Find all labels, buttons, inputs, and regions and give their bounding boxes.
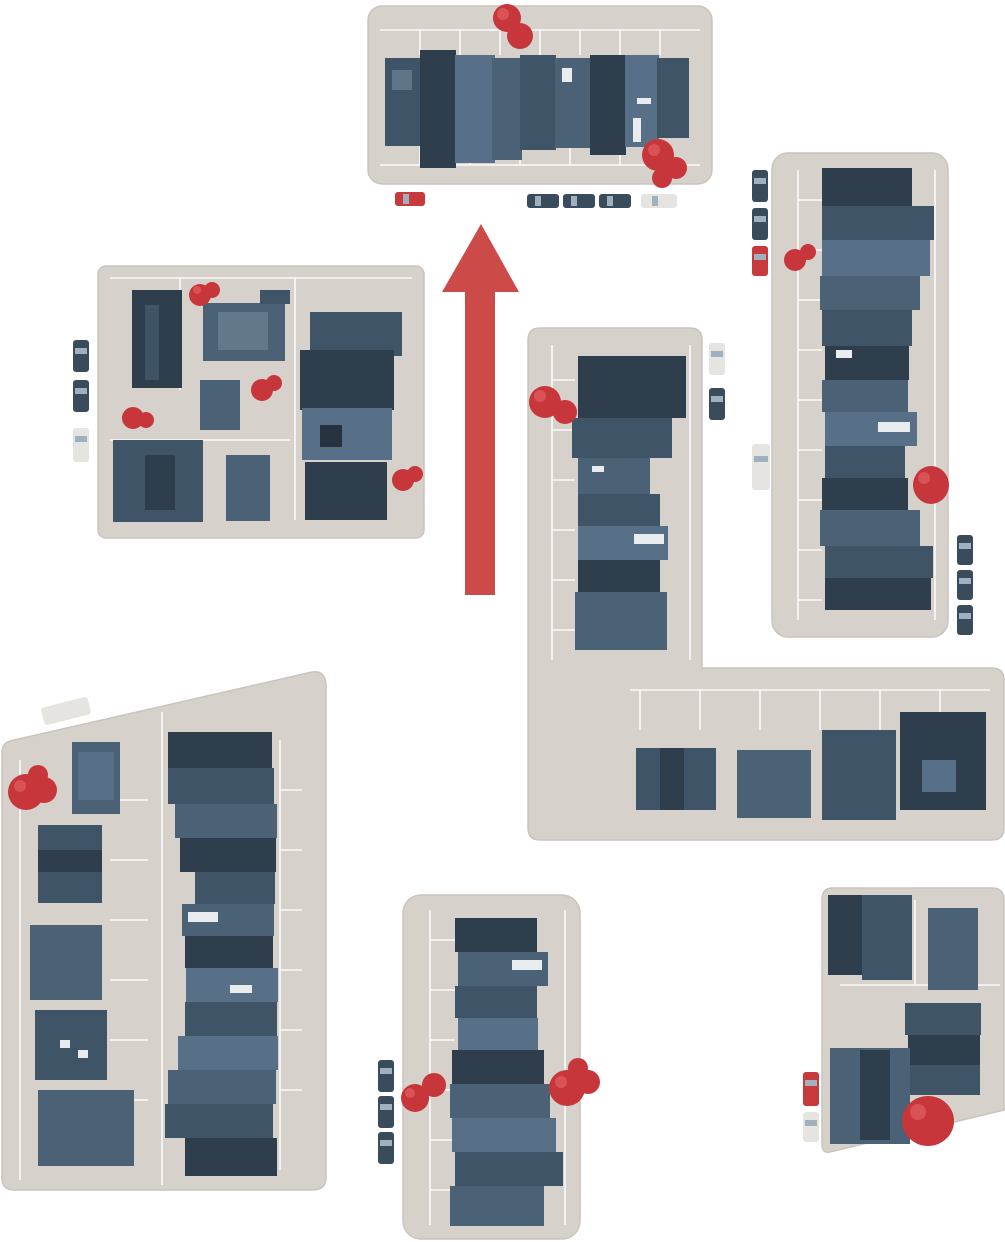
tree-cluster: [251, 375, 282, 401]
car: [957, 535, 973, 565]
car-white: [709, 343, 725, 375]
building-row-northeast: [820, 168, 934, 610]
car: [378, 1096, 394, 1128]
building-row-southwest-right: [165, 732, 278, 1176]
car: [752, 208, 768, 240]
tree-cluster: [189, 282, 220, 306]
block-northwest[interactable]: [97, 265, 425, 539]
up-arrow-icon: [442, 224, 519, 595]
parked-cars-center-east: [709, 343, 725, 420]
parked-cars-southeast: [803, 1072, 819, 1142]
car: [957, 605, 973, 635]
block-south-center[interactable]: [402, 894, 581, 1240]
car: [73, 380, 89, 412]
car-red: [752, 246, 768, 276]
parked-cars-southwest: [41, 697, 91, 725]
block-southeast[interactable]: [821, 887, 1005, 1154]
building-row-south-center: [450, 918, 563, 1226]
building-group-southeast: [828, 895, 981, 1144]
car: [957, 570, 973, 600]
tree-cluster: [529, 386, 577, 424]
tree-cluster: [913, 466, 949, 504]
car-white: [752, 444, 770, 490]
car: [709, 388, 725, 420]
tree-cluster: [642, 139, 687, 188]
car-red: [803, 1072, 819, 1106]
car-white: [803, 1112, 819, 1142]
parked-cars-north: [395, 192, 677, 208]
car: [599, 194, 631, 208]
tree-cluster: [784, 244, 816, 271]
tree-cluster: [8, 765, 57, 810]
block-center-east[interactable]: [527, 327, 1005, 841]
building-row-center-east: [572, 356, 986, 820]
car: [378, 1132, 394, 1164]
tree-cluster: [549, 1058, 600, 1106]
parked-cars-south-center: [378, 1060, 394, 1164]
tree-cluster: [902, 1096, 954, 1146]
block-northeast[interactable]: [771, 152, 949, 638]
car-white: [73, 428, 89, 462]
tree-cluster: [493, 4, 533, 49]
parked-cars-northeast: [752, 170, 973, 635]
building-group-northwest: [113, 290, 402, 522]
building-group-southwest-left: [30, 742, 134, 1166]
block-southwest[interactable]: [1, 671, 327, 1191]
parked-cars-northwest: [73, 340, 89, 462]
car: [73, 340, 89, 372]
tree-cluster: [122, 407, 154, 429]
car-red: [395, 192, 425, 206]
building-row-north: [385, 50, 689, 168]
tree-cluster: [392, 466, 423, 491]
car-white: [641, 194, 677, 208]
car: [527, 194, 559, 208]
tree-cluster: [401, 1073, 446, 1112]
car: [752, 170, 768, 202]
block-north[interactable]: [367, 5, 713, 185]
car: [563, 194, 595, 208]
car-white: [41, 697, 91, 725]
car: [378, 1060, 394, 1092]
